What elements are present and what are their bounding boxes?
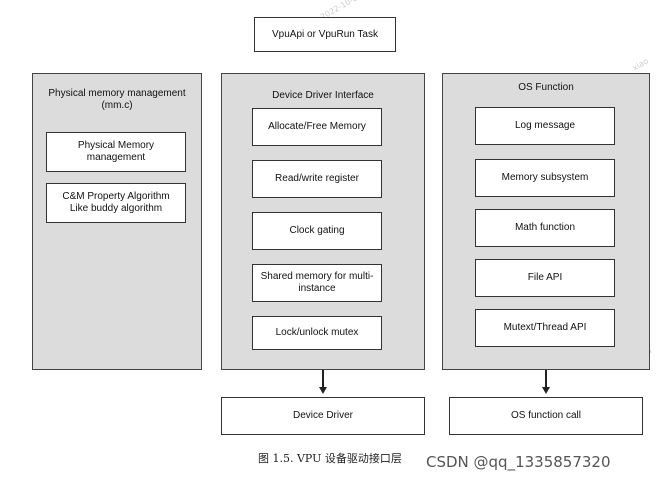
log-message-box: Log message [475,107,615,145]
os-function-call-box: OS function call [449,397,643,435]
os-function-title: OS Function [518,82,574,93]
physical-memory-title: Physical memory management (mm.c) [48,88,186,111]
figure-caption: 图 1.5. VPU 设备驱动接口层 [258,452,402,465]
cm-property-algorithm-box: C&M Property Algorithm Like buddy algori… [46,183,186,223]
math-function-box: Math function [475,209,615,247]
vpuapi-task-box: VpuApi or VpuRun Task [254,17,396,52]
arrow-to-os-function-call [545,370,547,388]
allocate-free-memory-box: Allocate/Free Memory [252,108,382,146]
read-write-register-box: Read/write register [252,160,382,198]
lock-unlock-mutex-box: Lock/unlock mutex [252,316,382,350]
watermark-faint: xiao [630,56,650,73]
csdn-watermark: CSDN @qq_1335857320 [426,453,611,471]
memory-subsystem-box: Memory subsystem [475,159,615,197]
shared-memory-box: Shared memory for multi- instance [252,264,382,302]
mutex-thread-api-box: Mutext/Thread API [475,309,615,347]
device-driver-interface-title: Device Driver Interface [272,90,374,101]
arrow-head-device-driver [319,387,327,394]
physical-memory-management-box: Physical Memory management [46,132,186,172]
file-api-box: File API [475,259,615,297]
arrow-head-os-function-call [542,387,550,394]
device-driver-box: Device Driver [221,397,425,435]
arrow-to-device-driver [322,370,324,388]
clock-gating-box: Clock gating [252,212,382,250]
